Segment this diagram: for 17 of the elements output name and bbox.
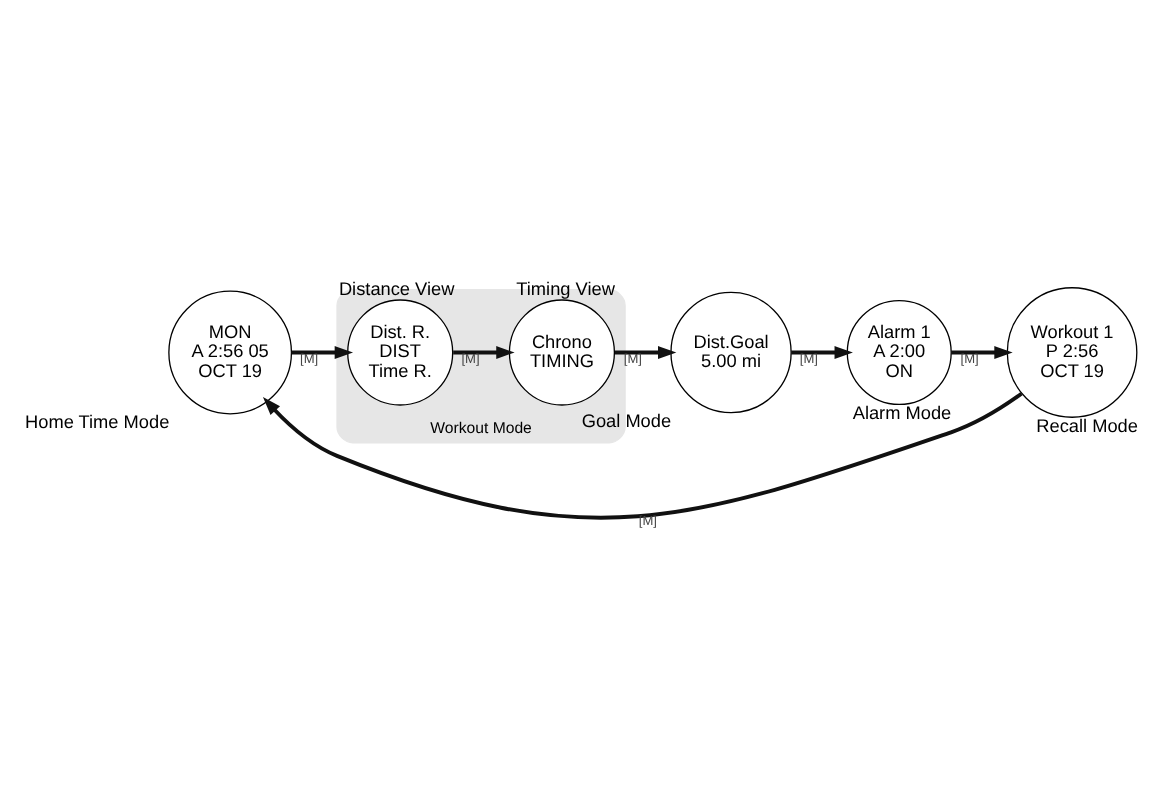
node-circle: Workout 1 P 2:56 OCT 19 <box>1006 287 1138 418</box>
node-circle: Chrono TIMING <box>508 299 616 406</box>
arrow <box>262 392 1023 520</box>
arrow <box>291 346 354 359</box>
node-label: Distance View <box>338 278 455 299</box>
arrow <box>951 346 1013 359</box>
node-circle: Dist.Goal 5.00 mi <box>670 291 792 414</box>
node-circle: Alarm 1 A 2:00 ON <box>846 299 952 406</box>
node-label: Timing View <box>516 278 615 299</box>
arrow <box>791 346 853 359</box>
node-label: Alarm Mode <box>852 402 952 423</box>
arrow <box>615 346 677 359</box>
node-label: Home Time Mode <box>25 412 170 433</box>
arrow <box>453 346 515 359</box>
node-label: Recall Mode <box>1036 415 1138 436</box>
node-label: Goal Mode <box>581 411 672 432</box>
node-circle: Dist. R. DIST Time R. <box>347 299 454 406</box>
